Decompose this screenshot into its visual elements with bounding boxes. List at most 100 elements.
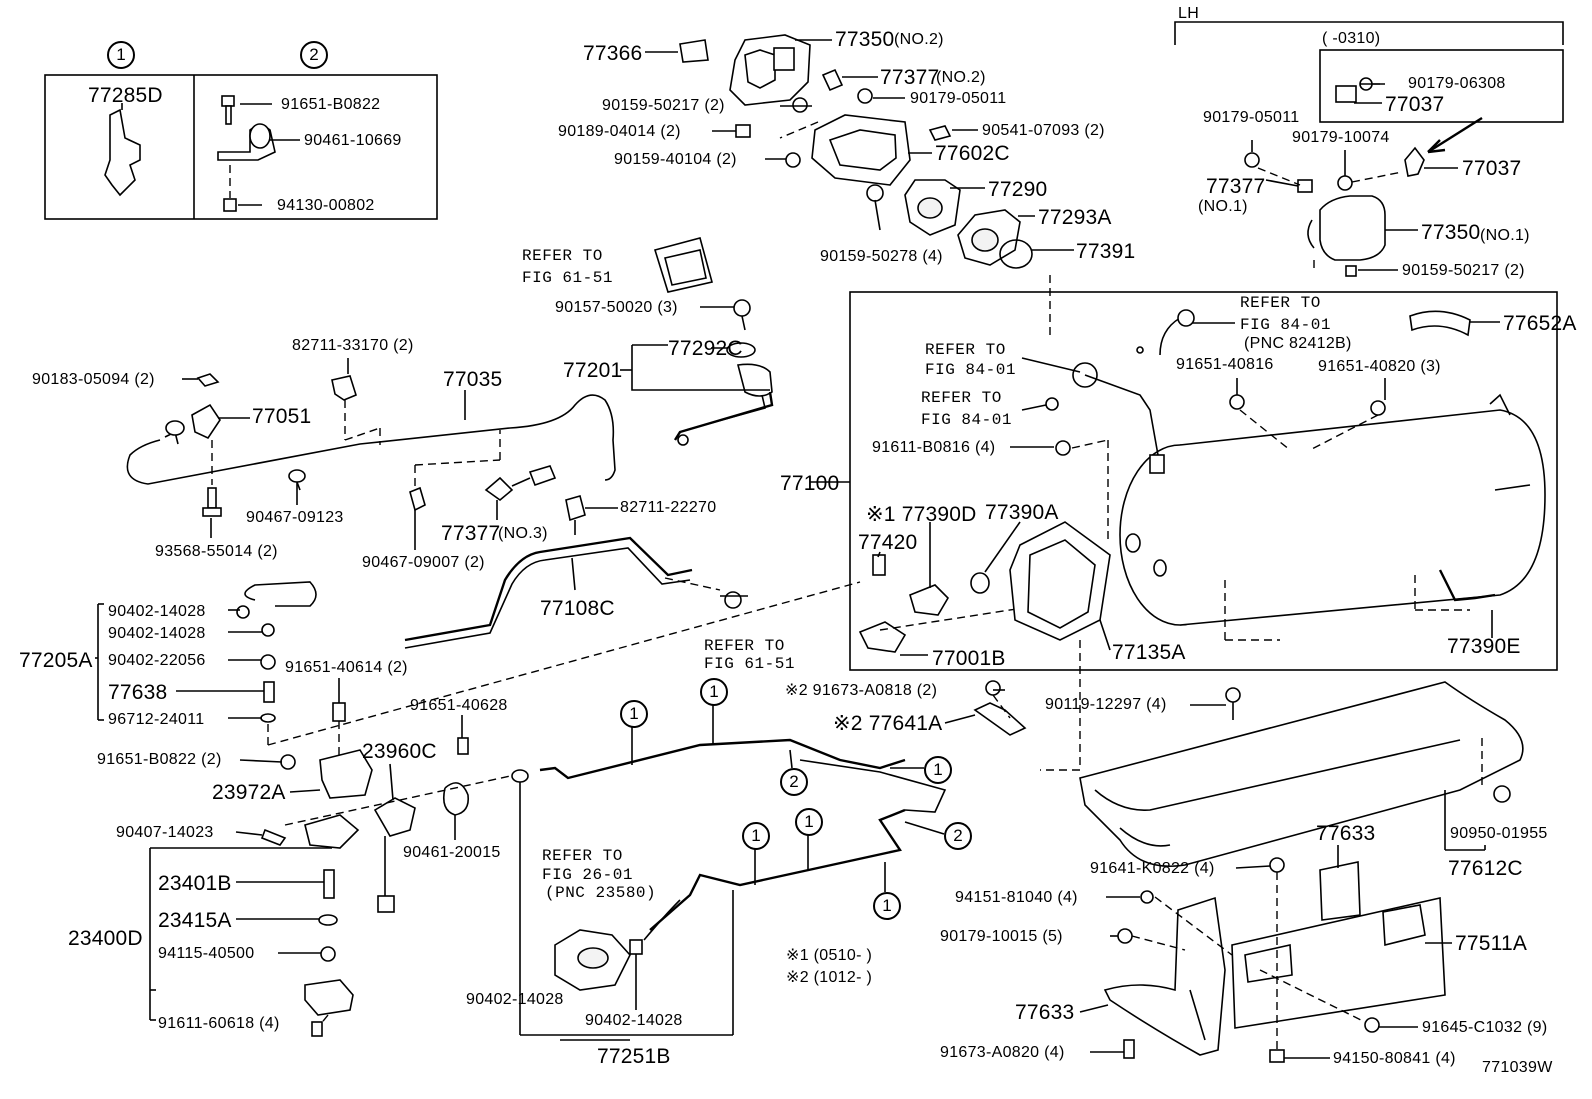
part-90541-07093-label[interactable]: 90541-07093 (2) bbox=[982, 122, 1105, 139]
part-77100-label[interactable]: 77100 bbox=[780, 472, 840, 495]
fuel-hose-group bbox=[126, 237, 774, 649]
refer-to-fig-61-51-b-line2[interactable]: FIG 61-51 bbox=[704, 655, 795, 673]
part-23400d-label[interactable]: 23400D bbox=[68, 927, 143, 950]
part-77293a-label[interactable]: 77293A bbox=[1038, 206, 1112, 229]
part-90402-14028-b-label[interactable]: 90402-14028 bbox=[108, 625, 206, 642]
part-90950-01955-label[interactable]: 90950-01955 bbox=[1450, 825, 1548, 842]
part-77350-no2-label[interactable]: 77350 bbox=[835, 28, 895, 51]
part-23401b-label[interactable]: 23401B bbox=[158, 872, 232, 895]
part-23960c-label[interactable]: 23960C bbox=[362, 740, 437, 763]
lh-label: LH bbox=[1178, 5, 1200, 22]
part-77205a-label[interactable]: 77205A bbox=[19, 649, 93, 672]
part-77001b-label[interactable]: 77001B bbox=[932, 647, 1006, 670]
part-77350-no2-note: (NO.2) bbox=[894, 31, 944, 48]
part-91651-40628-label[interactable]: 91651-40628 bbox=[410, 697, 508, 714]
part-90407-14023-label[interactable]: 90407-14023 bbox=[116, 824, 214, 841]
refer-to-fig-61-51-a-line2[interactable]: FIG 61-51 bbox=[522, 269, 613, 287]
part-77652a-label[interactable]: 77652A bbox=[1503, 312, 1577, 335]
part-90461-20015-label[interactable]: 90461-20015 bbox=[403, 844, 501, 861]
part-90402-14028-d-label[interactable]: 90402-14028 bbox=[585, 1012, 683, 1029]
clip-marker-1-b: 1 bbox=[700, 678, 728, 706]
part-77390a-label[interactable]: 77390A bbox=[985, 501, 1059, 524]
part-77638-label[interactable]: 77638 bbox=[108, 681, 168, 704]
part-91641-k0822-label[interactable]: 91641-K0822 (4) bbox=[1090, 860, 1215, 877]
part-77390e-label[interactable]: 77390E bbox=[1447, 635, 1521, 658]
part-91651-40816-label[interactable]: 91651-40816 bbox=[1176, 356, 1274, 373]
refer-to-fig-84-01-a-line1: REFER TO bbox=[1240, 294, 1321, 312]
part-91673-a0818-label[interactable]: ※2 91673-A0818 (2) bbox=[785, 682, 938, 699]
part-90179-05011-label[interactable]: 90179-05011 bbox=[910, 90, 1007, 107]
part-90179-05011-lh-label[interactable]: 90179-05011 bbox=[1203, 109, 1300, 126]
part-77391-label[interactable]: 77391 bbox=[1076, 240, 1136, 263]
refer-to-fig-26-01-line2[interactable]: FIG 26-01 bbox=[542, 866, 633, 884]
part-90157-50020-label[interactable]: 90157-50020 (3) bbox=[555, 299, 678, 316]
part-77641a-label[interactable]: ※2 77641A bbox=[833, 712, 943, 735]
part-94115-40500-label[interactable]: 94115-40500 bbox=[158, 945, 255, 962]
part-77290-label[interactable]: 77290 bbox=[988, 178, 1048, 201]
part-77292c-label[interactable]: 77292C bbox=[668, 337, 743, 360]
part-77420-label[interactable]: 77420 bbox=[858, 531, 918, 554]
part-77612c-label[interactable]: 77612C bbox=[1448, 857, 1523, 880]
part-77251b-label[interactable]: 77251B bbox=[597, 1045, 671, 1068]
part-77366-label[interactable]: 77366 bbox=[583, 42, 643, 65]
part-91651-b0822-label[interactable]: 91651-B0822 (2) bbox=[97, 751, 222, 768]
part-77511a-label[interactable]: 77511A bbox=[1455, 932, 1528, 955]
part-23972a-label[interactable]: 23972A bbox=[212, 781, 286, 804]
skid-plate-group bbox=[973, 680, 1524, 1063]
part-90159-50217-label[interactable]: 90159-50217 (2) bbox=[602, 97, 725, 114]
part-90159-40104-label[interactable]: 90159-40104 (2) bbox=[614, 151, 737, 168]
part-77602c-label[interactable]: 77602C bbox=[935, 142, 1010, 165]
part-90461-10669-label[interactable]: 90461-10669 bbox=[304, 132, 402, 149]
part-93568-55014-label[interactable]: 93568-55014 (2) bbox=[155, 543, 278, 560]
part-90467-09123-label[interactable]: 90467-09123 bbox=[246, 509, 344, 526]
refer-to-fig-84-01-b-line2[interactable]: FIG 84-01 bbox=[925, 361, 1016, 379]
part-77135a-label[interactable]: 77135A bbox=[1112, 641, 1186, 664]
part-91673-a0820-label[interactable]: 91673-A0820 (4) bbox=[940, 1044, 1065, 1061]
refer-to-fig-84-01-a-line2[interactable]: FIG 84-01 bbox=[1240, 316, 1331, 334]
part-82711-33170-label[interactable]: 82711-33170 (2) bbox=[292, 337, 414, 354]
part-77108c-label[interactable]: 77108C bbox=[540, 597, 615, 620]
part-77377-no2-label[interactable]: 77377 bbox=[880, 66, 940, 89]
part-82711-22270-label[interactable]: 82711-22270 bbox=[620, 499, 717, 516]
part-77377-no3-label[interactable]: 77377 bbox=[441, 522, 501, 545]
part-90159-50278-label[interactable]: 90159-50278 (4) bbox=[820, 248, 943, 265]
part-90402-14028-c-label[interactable]: 90402-14028 bbox=[466, 991, 564, 1008]
part-94150-80841-label[interactable]: 94150-80841 (4) bbox=[1333, 1050, 1456, 1067]
part-77390d-label[interactable]: ※1 77390D bbox=[866, 503, 977, 526]
part-90179-06308-label[interactable]: 90179-06308 bbox=[1408, 75, 1506, 92]
part-90467-09007-label[interactable]: 90467-09007 (2) bbox=[362, 554, 485, 571]
part-90183-05094-label[interactable]: 90183-05094 (2) bbox=[32, 371, 155, 388]
part-23415a-label[interactable]: 23415A bbox=[158, 909, 232, 932]
part-90179-10015-label[interactable]: 90179-10015 (5) bbox=[940, 928, 1063, 945]
clip-marker-1-c: 1 bbox=[924, 756, 952, 784]
part-91651-40614-label[interactable]: 91651-40614 (2) bbox=[285, 659, 408, 676]
part-77377-no1-note: (NO.1) bbox=[1198, 198, 1248, 215]
part-77633-b-label[interactable]: 77633 bbox=[1015, 1001, 1075, 1024]
refer-to-fig-84-01-c-line2[interactable]: FIG 84-01 bbox=[921, 411, 1012, 429]
part-96712-24011-label[interactable]: 96712-24011 bbox=[108, 711, 205, 728]
part-91645-c1032-label[interactable]: 91645-C1032 (9) bbox=[1422, 1019, 1548, 1036]
part-90402-22056-label[interactable]: 90402-22056 bbox=[108, 652, 206, 669]
part-90119-12297-label[interactable]: 90119-12297 (4) bbox=[1045, 696, 1167, 713]
marker-2-inset: 2 bbox=[300, 41, 328, 69]
part-90189-04014-label[interactable]: 90189-04014 (2) bbox=[558, 123, 681, 140]
part-77037-a-label[interactable]: 77037 bbox=[1385, 93, 1445, 116]
part-90402-14028-a-label[interactable]: 90402-14028 bbox=[108, 603, 206, 620]
part-91651-b0822-label[interactable]: 91651-B0822 bbox=[281, 96, 381, 113]
part-91651-40820-label[interactable]: 91651-40820 (3) bbox=[1318, 358, 1441, 375]
part-90179-10074-label[interactable]: 90179-10074 bbox=[1292, 129, 1390, 146]
part-91611-60618-label[interactable]: 91611-60618 (4) bbox=[158, 1015, 280, 1032]
part-77377-no1-label[interactable]: 77377 bbox=[1206, 175, 1266, 198]
part-91611-b0816-label[interactable]: 91611-B0816 (4) bbox=[872, 439, 996, 456]
part-94130-00802-label[interactable]: 94130-00802 bbox=[277, 197, 375, 214]
part-77350-no1-label[interactable]: 77350 bbox=[1421, 221, 1481, 244]
part-77035-label[interactable]: 77035 bbox=[443, 368, 503, 391]
part-77201-label[interactable]: 77201 bbox=[563, 359, 623, 382]
refer-to-fig-61-51-b-line1: REFER TO bbox=[704, 637, 785, 655]
part-77285d-label[interactable]: 77285D bbox=[88, 84, 163, 107]
part-90159-50217-lh-label[interactable]: 90159-50217 (2) bbox=[1402, 262, 1525, 279]
part-77037-b-label[interactable]: 77037 bbox=[1462, 157, 1522, 180]
part-77633-a-label[interactable]: 77633 bbox=[1316, 822, 1376, 845]
part-77051-label[interactable]: 77051 bbox=[252, 405, 312, 428]
part-94151-81040-label[interactable]: 94151-81040 (4) bbox=[955, 889, 1078, 906]
